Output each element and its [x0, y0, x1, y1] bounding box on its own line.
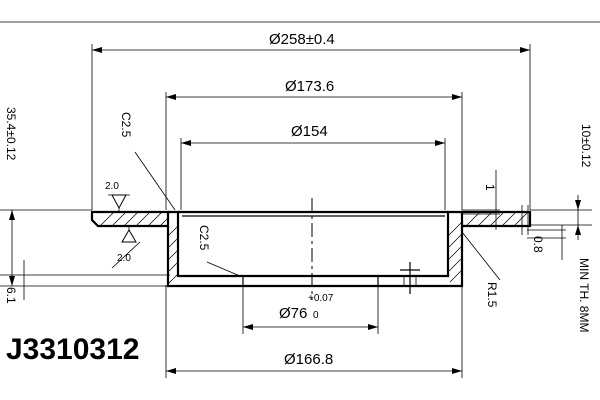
chamfer-top-label: C2.5 [119, 112, 133, 138]
outer-diameter-label: Ø258±0.4 [269, 31, 335, 48]
radius-label: R1.5 [485, 282, 499, 308]
left-flange [90, 210, 170, 228]
hub-offset-dimension: 6.1 [0, 260, 170, 304]
chamfer-inner-note: C2.5 [197, 225, 241, 277]
right-wall-hatching [447, 221, 463, 283]
inner-diameter-label: Ø154 [291, 123, 328, 140]
hat-diameter-dimension: Ø173.6 [165, 78, 463, 210]
bore-diameter-label: Ø76 [279, 305, 307, 322]
min-thickness-label: MIN TH. 8MM [577, 258, 591, 332]
total-height-label: 35.4±0.12 [4, 107, 18, 161]
flatness-symbol-bottom: 2.0 [111, 226, 141, 269]
hat-outer-outline [166, 226, 464, 288]
flatness-symbol-top: 2.0 [105, 181, 130, 212]
left-wall-hatching [167, 225, 179, 285]
hat-inner-outline [168, 210, 462, 278]
step-1-dimension: 1 [462, 170, 500, 230]
radius-note: R1.5 [461, 231, 501, 308]
stud-marker [400, 262, 420, 294]
flatness-top-label: 2.0 [105, 181, 119, 192]
chamfer-top-note: C2.5 [119, 112, 176, 211]
bore-tolerance-upper: +0.07 [308, 293, 334, 304]
step-1-label: 1 [483, 184, 497, 191]
step-08-dimension: 0.8 [521, 205, 545, 253]
inner-diameter-dimension: Ø154 [180, 123, 446, 210]
bore-diameter-dimension: Ø76 +0.07 0 [242, 280, 379, 334]
right-flange-hatching [465, 211, 529, 227]
disc-cross-section [90, 198, 532, 300]
flatness-bottom-label: 2.0 [117, 253, 131, 264]
disc-thickness-label: 10±0.12 [579, 124, 593, 168]
pcd-diameter-dimension: Ø166.8 [165, 285, 463, 378]
hub-offset-label: 6.1 [4, 287, 18, 304]
bore-tolerance-lower: 0 [313, 310, 319, 321]
right-flange [460, 210, 532, 228]
disc-thickness-dimension: 10±0.12 [530, 124, 593, 240]
chamfer-inner-label: C2.5 [197, 225, 211, 251]
outer-diameter-dimension: Ø258±0.4 [91, 31, 531, 210]
pcd-diameter-label: Ø166.8 [284, 351, 333, 368]
part-number: J3310312 [6, 333, 139, 366]
step-08-label: 0.8 [531, 236, 545, 253]
min-thickness-note: MIN TH. 8MM [527, 225, 591, 332]
total-height-dimension: 35.4±0.12 [0, 107, 170, 287]
left-flange-hatching [99, 211, 169, 227]
hat-diameter-label: Ø173.6 [285, 78, 334, 95]
